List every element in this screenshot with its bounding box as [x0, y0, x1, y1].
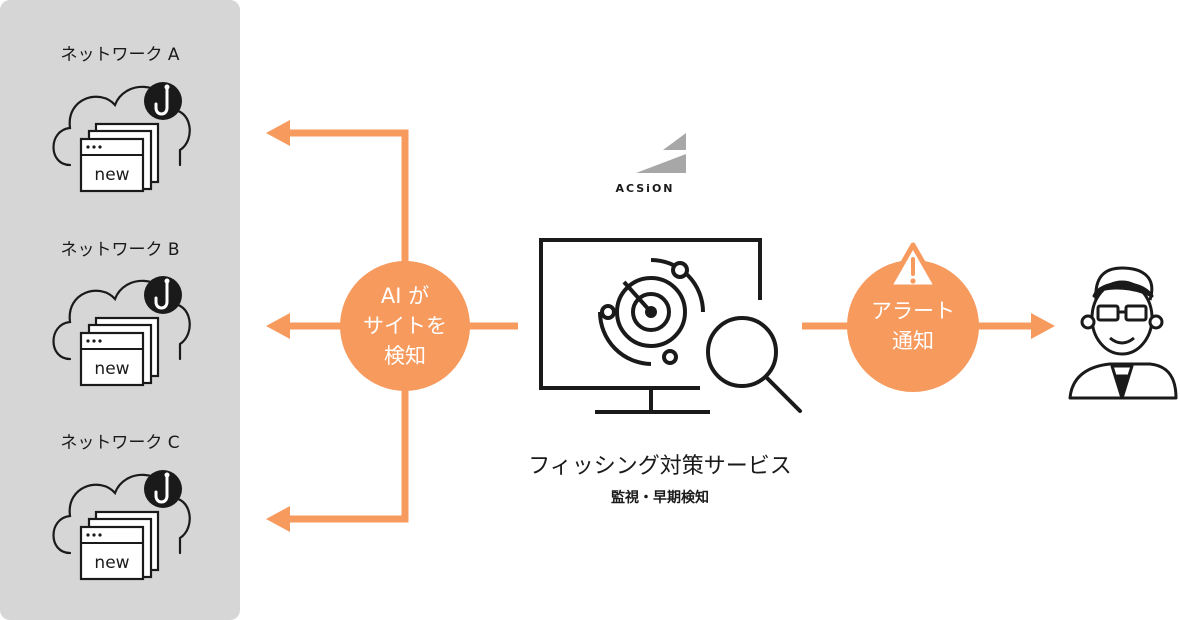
network-a-label: ネットワーク A: [60, 45, 180, 65]
network-b-label: ネットワーク B: [60, 240, 180, 260]
warning-icon: [886, 242, 940, 290]
service-title: フィッシング対策サービス: [528, 454, 792, 479]
new-badge-a: new: [94, 165, 129, 185]
detect-line2: サイトを: [363, 314, 447, 338]
network-c-label: ネットワーク C: [60, 433, 180, 453]
arrow-heads: [266, 120, 290, 532]
new-badge-b: new: [94, 359, 129, 379]
detect-line1: AI が: [380, 284, 430, 308]
detect-line3: 検知: [384, 344, 426, 368]
new-badge-c: new: [94, 553, 129, 573]
alert-circle: [847, 260, 979, 392]
alert-label: アラート 通知: [848, 296, 978, 356]
alert-arrow-head: [1031, 313, 1055, 339]
radar-monitor-icon: [539, 238, 762, 414]
acsion-logo-icon: [636, 133, 686, 173]
alert-line2: 通知: [892, 329, 934, 353]
ai-detect-label: AI が サイトを 検知: [340, 281, 470, 371]
ai-detect-circle: [340, 261, 470, 391]
acsion-brand-text: ACSiON: [615, 182, 675, 195]
service-subtitle: 監視・早期検知: [611, 490, 709, 506]
magnifier-icon: [706, 316, 802, 413]
alert-line1: アラート: [871, 299, 955, 323]
user-icon: [1068, 266, 1178, 400]
